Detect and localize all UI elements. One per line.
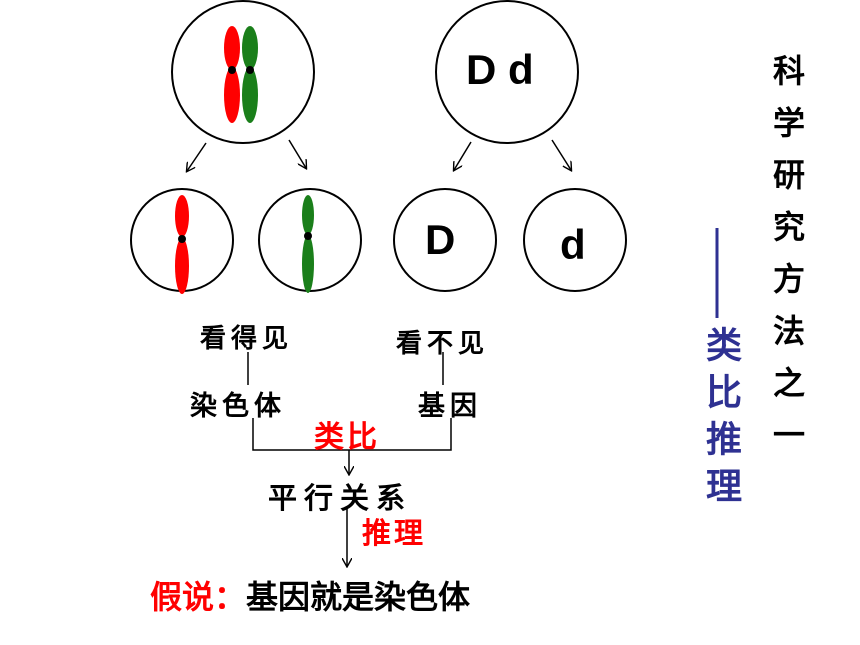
- side-title: 科学研究方法之一: [768, 54, 806, 470]
- visible-label: 看得见: [200, 324, 294, 354]
- daughter-cell-red: [130, 188, 234, 294]
- connector-lines: [247, 352, 452, 566]
- hypothesis-prefix: 假说：: [150, 578, 247, 616]
- hypothesis-line: 假说：基因就是染色体: [150, 572, 470, 618]
- gene-label: 基因: [418, 391, 482, 422]
- chromosome-label: 染色体: [190, 391, 286, 422]
- parallel-relation-label: 平行关系: [268, 481, 413, 515]
- parent-gene-label: D d: [466, 46, 534, 93]
- division-arrows: [187, 139, 571, 171]
- daughter-cell-gene-d-upper: [393, 188, 497, 292]
- parent-cell-chromosomes: [171, 0, 315, 144]
- daughter-cell-green: [258, 188, 362, 293]
- inference-label: 推理: [362, 516, 427, 550]
- parent-cell-genes: [435, 0, 579, 144]
- child-gene-upper: D: [425, 216, 456, 263]
- side-method: 类比推理: [700, 326, 742, 514]
- child-gene-lower: d: [560, 221, 586, 268]
- analogy-label: 类比: [314, 420, 380, 455]
- invisible-label: 看不见: [396, 329, 490, 359]
- hypothesis-body: 基因就是染色体: [246, 578, 471, 616]
- daughter-cell-gene-d-lower: [523, 188, 627, 292]
